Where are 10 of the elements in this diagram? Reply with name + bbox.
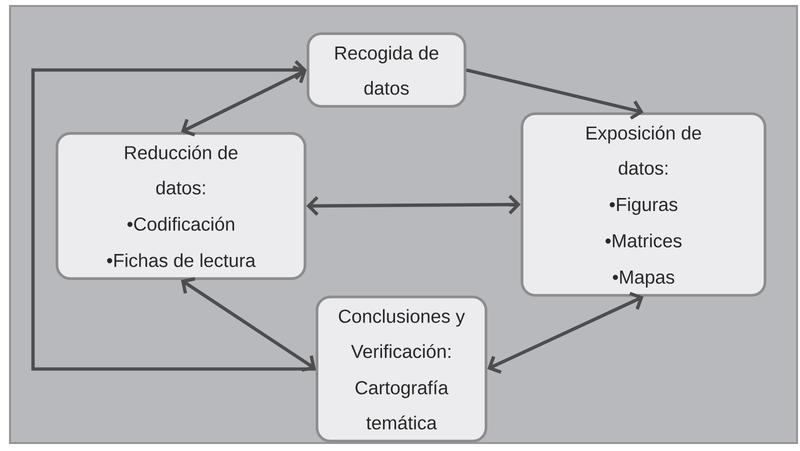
arrow — [31, 60, 316, 371]
process-box: Exposición de datos: •Figuras •Matrices •Mapas — [520, 112, 766, 297]
arrow — [487, 292, 644, 374]
arrow — [181, 66, 307, 136]
process-box: Conclusiones y Verificación: Cartografía temática — [316, 296, 488, 442]
process-box: Reducción de datos: •Codificación •Fichas de lectura — [56, 132, 306, 280]
arrow — [306, 194, 521, 216]
arrow — [181, 277, 316, 372]
arrow — [466, 68, 644, 120]
process-box: Recogida de datos — [306, 32, 466, 108]
